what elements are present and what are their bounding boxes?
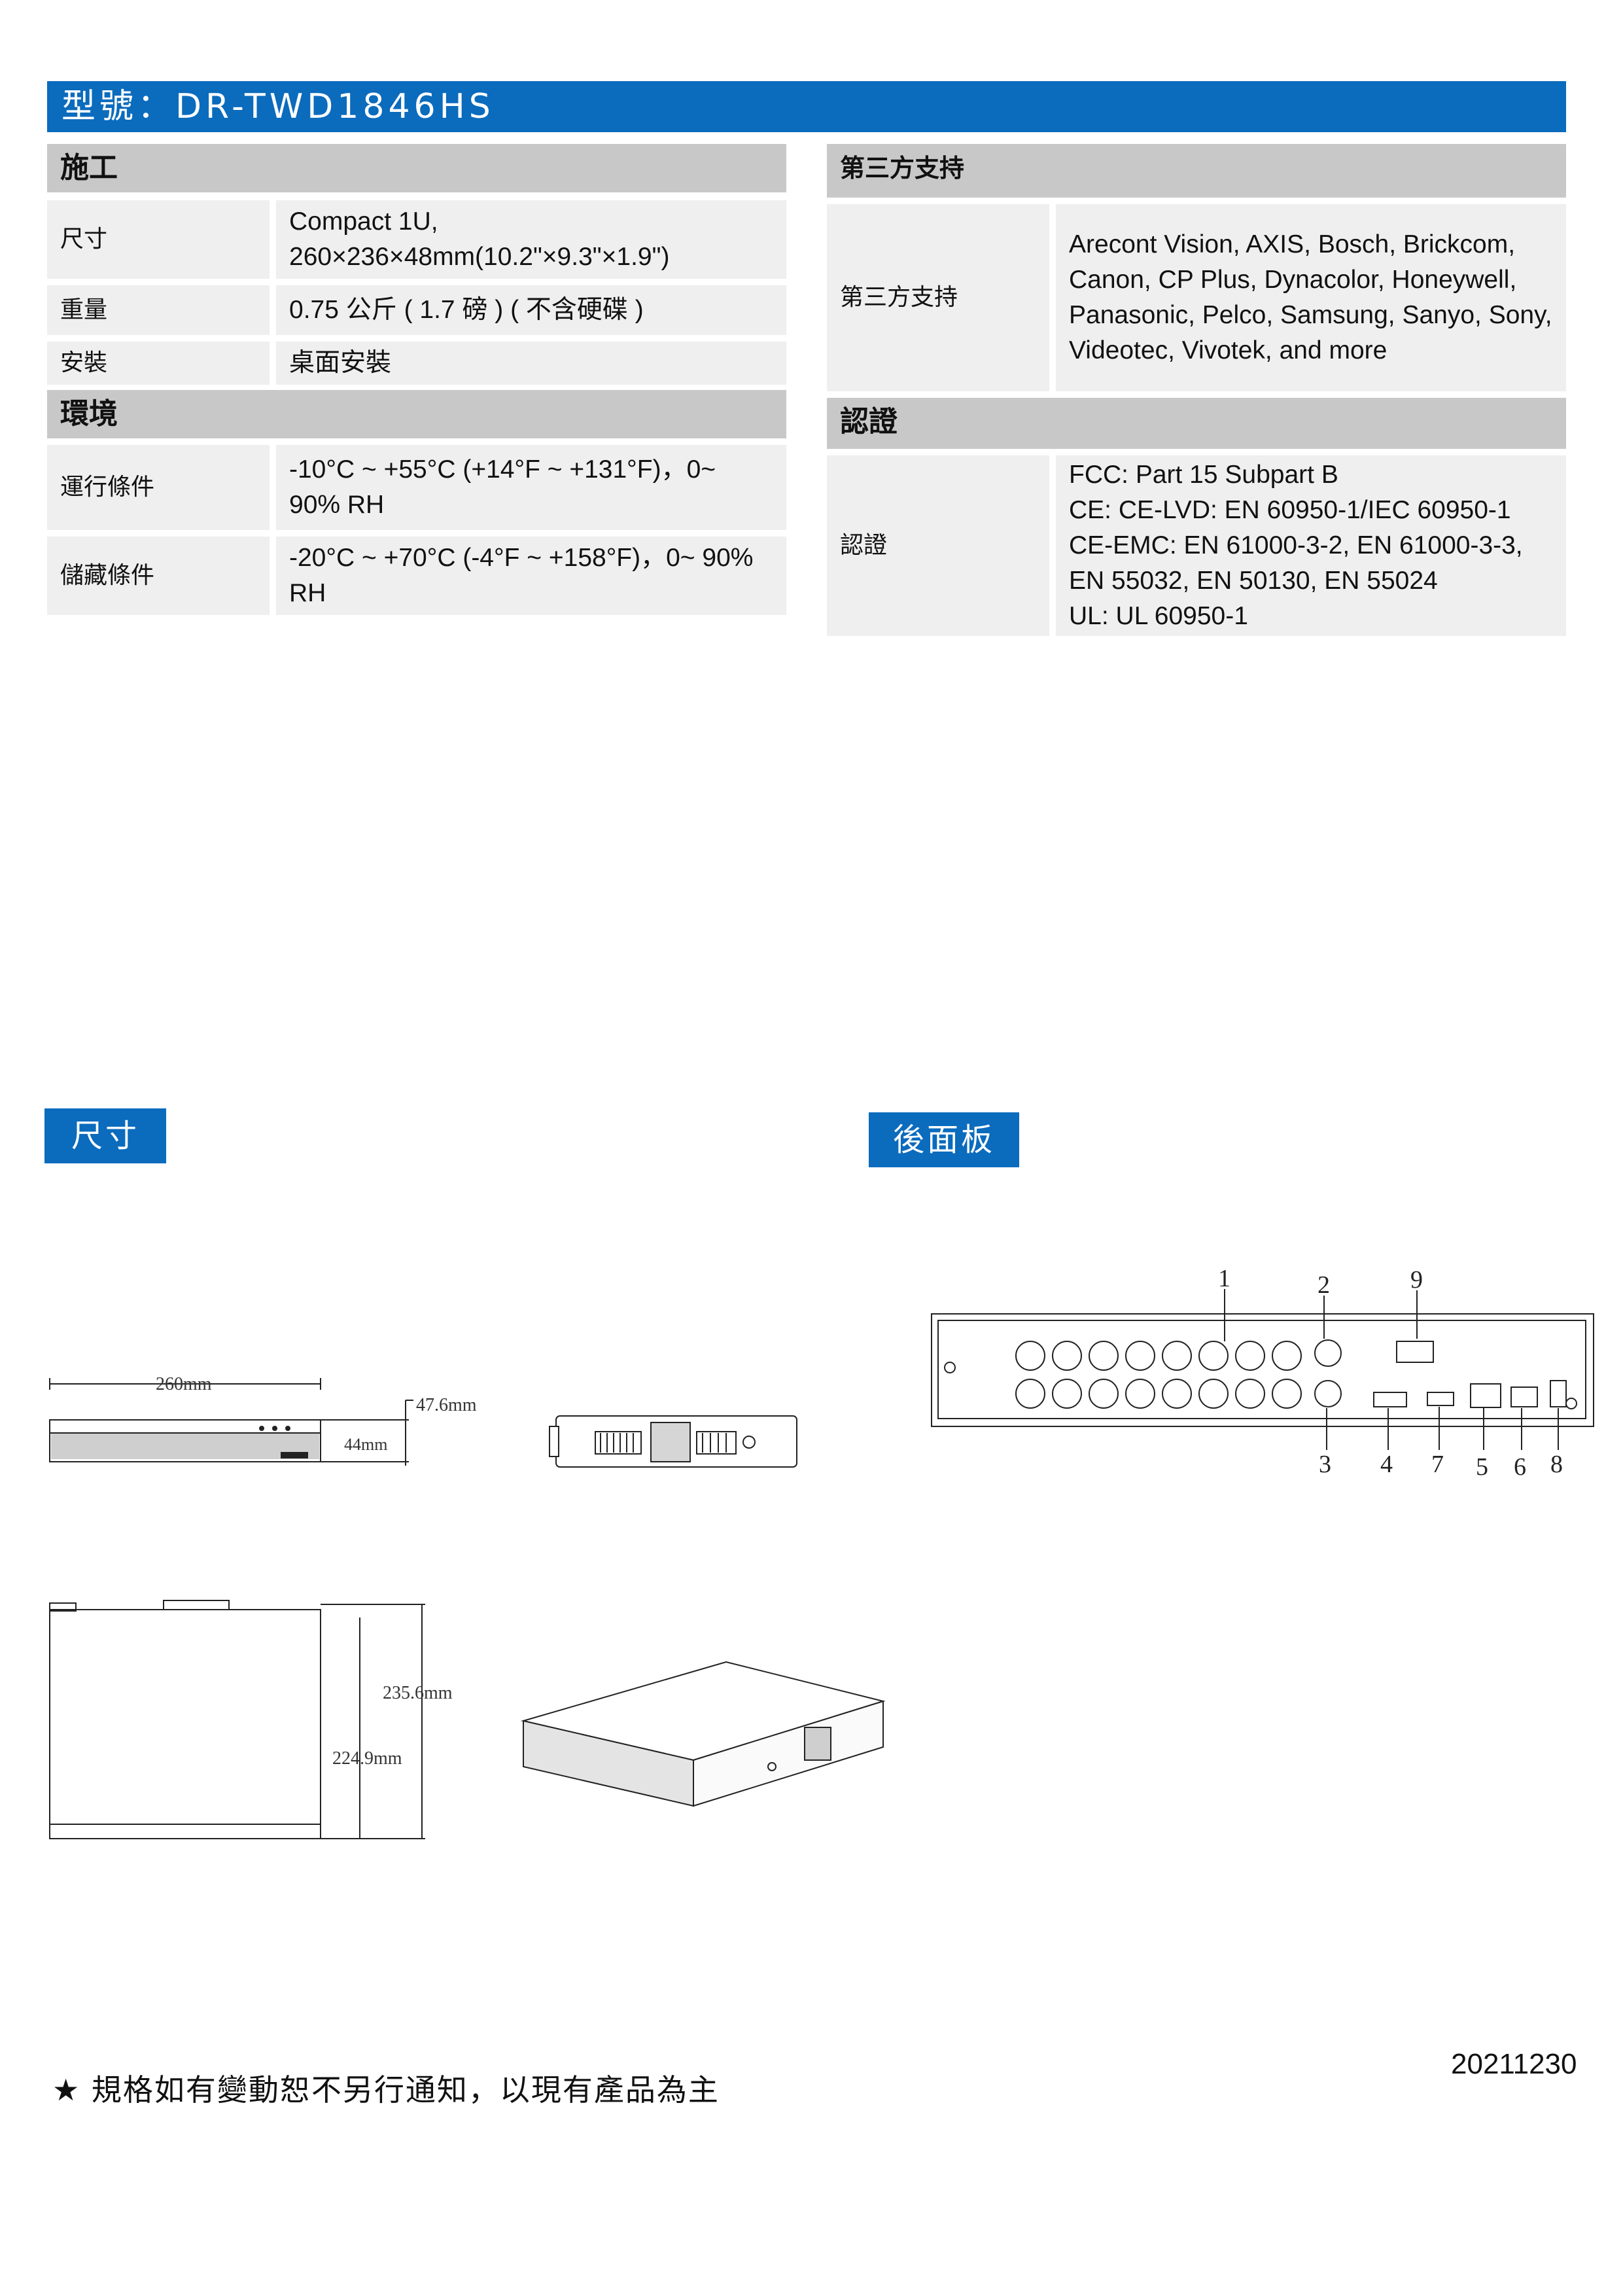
dim-label-height: 44mm <box>344 1435 387 1454</box>
row-label-size: 尺寸 <box>47 200 270 279</box>
row-value-storage: -20°C ~ +70°C (-4°F ~ +158°F)，0~ 90% RH <box>276 537 786 615</box>
rear-panel-drawing: 1 2 9 3 4 7 5 6 8 <box>931 1265 1594 1481</box>
section-header-certification: 認證 <box>827 398 1566 449</box>
storage-line-2: RH <box>289 579 326 607</box>
row-value-certification: FCC: Part 15 Subpart B CE: CE-LVD: EN 60… <box>1056 455 1566 636</box>
operating-line-1: -10°C ~ +55°C (+14°F ~ +131°F)，0~ <box>289 455 716 484</box>
rear-number-6: 6 <box>1514 1453 1526 1481</box>
section-header-construction: 施工 <box>47 144 786 192</box>
dimension-drawings: 260mm 47.6mm 44mm 235.6mm 224.9mm <box>49 1374 886 1839</box>
storage-line-1: -20°C ~ +70°C (-4°F ~ +158°F)，0~ 90% <box>289 544 754 572</box>
row-value-operating: -10°C ~ +55°C (+14°F ~ +131°F)，0~ 90% RH <box>276 445 786 530</box>
front-view-drawing <box>49 1378 413 1466</box>
size-line-2: 260×236×48mm(10.2"×9.3"×1.9") <box>289 243 670 271</box>
dim-label-depth-total: 235.6mm <box>383 1683 453 1703</box>
third-party-line: Panasonic, Pelco, Samsung, Sanyo, Sony, <box>1069 301 1552 329</box>
bnc-connectors-top <box>1015 1341 1302 1371</box>
bnc-connectors-bottom <box>1015 1379 1302 1409</box>
dimension-tag: 尺寸 <box>44 1108 166 1163</box>
usb-port <box>1427 1392 1454 1406</box>
third-party-line: Canon, CP Plus, Dynacolor, Honeywell, <box>1069 266 1517 294</box>
rear-number-4: 4 <box>1380 1451 1393 1478</box>
size-line-1: Compact 1U, <box>289 207 438 236</box>
rear-number-5: 5 <box>1476 1453 1488 1481</box>
vga-port <box>1396 1341 1434 1363</box>
dim-label-depth-body: 224.9mm <box>332 1748 402 1769</box>
cert-line: FCC: Part 15 Subpart B <box>1069 461 1338 489</box>
section-header-environment: 環境 <box>47 390 786 438</box>
row-value-weight: 0.75 公斤 ( 1.7 磅 ) ( 不含硬碟 ) <box>276 285 786 335</box>
cert-line: CE: CE-LVD: EN 60950-1/IEC 60950-1 <box>1069 496 1511 524</box>
rear-panel-tag: 後面板 <box>869 1112 1019 1167</box>
dim-label-depth-side: 47.6mm <box>416 1395 477 1415</box>
row-value-size: Compact 1U, 260×236×48mm(10.2"×9.3"×1.9"… <box>276 200 786 279</box>
cert-line: CE-EMC: EN 61000-3-2, EN 61000-3-3, <box>1069 531 1523 559</box>
rear-number-8: 8 <box>1550 1451 1563 1478</box>
row-value-installation: 桌面安裝 <box>276 342 786 385</box>
date-code: 20211230 <box>1451 2048 1577 2080</box>
side-view-drawing <box>549 1415 797 1468</box>
row-label-storage: 儲藏條件 <box>47 537 270 615</box>
footnote: ★ 規格如有變動恕不另行通知，以現有產品為主 <box>52 2072 720 2108</box>
model-title-bar: 型號：DR-TWD1846HS <box>47 81 1566 132</box>
row-value-third-party: Arecont Vision, AXIS, Bosch, Brickcom, C… <box>1056 204 1566 391</box>
hdmi-port <box>1373 1392 1407 1407</box>
top-view-drawing <box>49 1600 425 1839</box>
row-label-third-party: 第三方支持 <box>827 204 1049 391</box>
rear-number-7: 7 <box>1431 1451 1444 1478</box>
operating-line-2: 90% RH <box>289 491 385 519</box>
rear-number-1: 1 <box>1218 1265 1230 1292</box>
third-party-line: Arecont Vision, AXIS, Bosch, Brickcom, <box>1069 230 1516 258</box>
row-label-operating: 運行條件 <box>47 445 270 530</box>
rear-number-2: 2 <box>1318 1271 1330 1299</box>
row-label-certification: 認證 <box>827 455 1049 636</box>
third-party-line: Videotec, Vivotek, and more <box>1069 336 1387 364</box>
rear-number-9: 9 <box>1410 1266 1423 1294</box>
row-label-installation: 安裝 <box>47 342 270 385</box>
isometric-view-drawing <box>521 1661 886 1807</box>
cert-line: UL: UL 60950-1 <box>1069 602 1248 630</box>
rear-number-3: 3 <box>1319 1451 1331 1478</box>
section-header-third-party: 第三方支持 <box>827 144 1566 198</box>
ethernet-port <box>1470 1383 1501 1408</box>
dim-label-width: 260mm <box>156 1374 212 1394</box>
row-label-weight: 重量 <box>47 285 270 335</box>
cert-line: EN 55032, EN 50130, EN 55024 <box>1069 567 1438 595</box>
